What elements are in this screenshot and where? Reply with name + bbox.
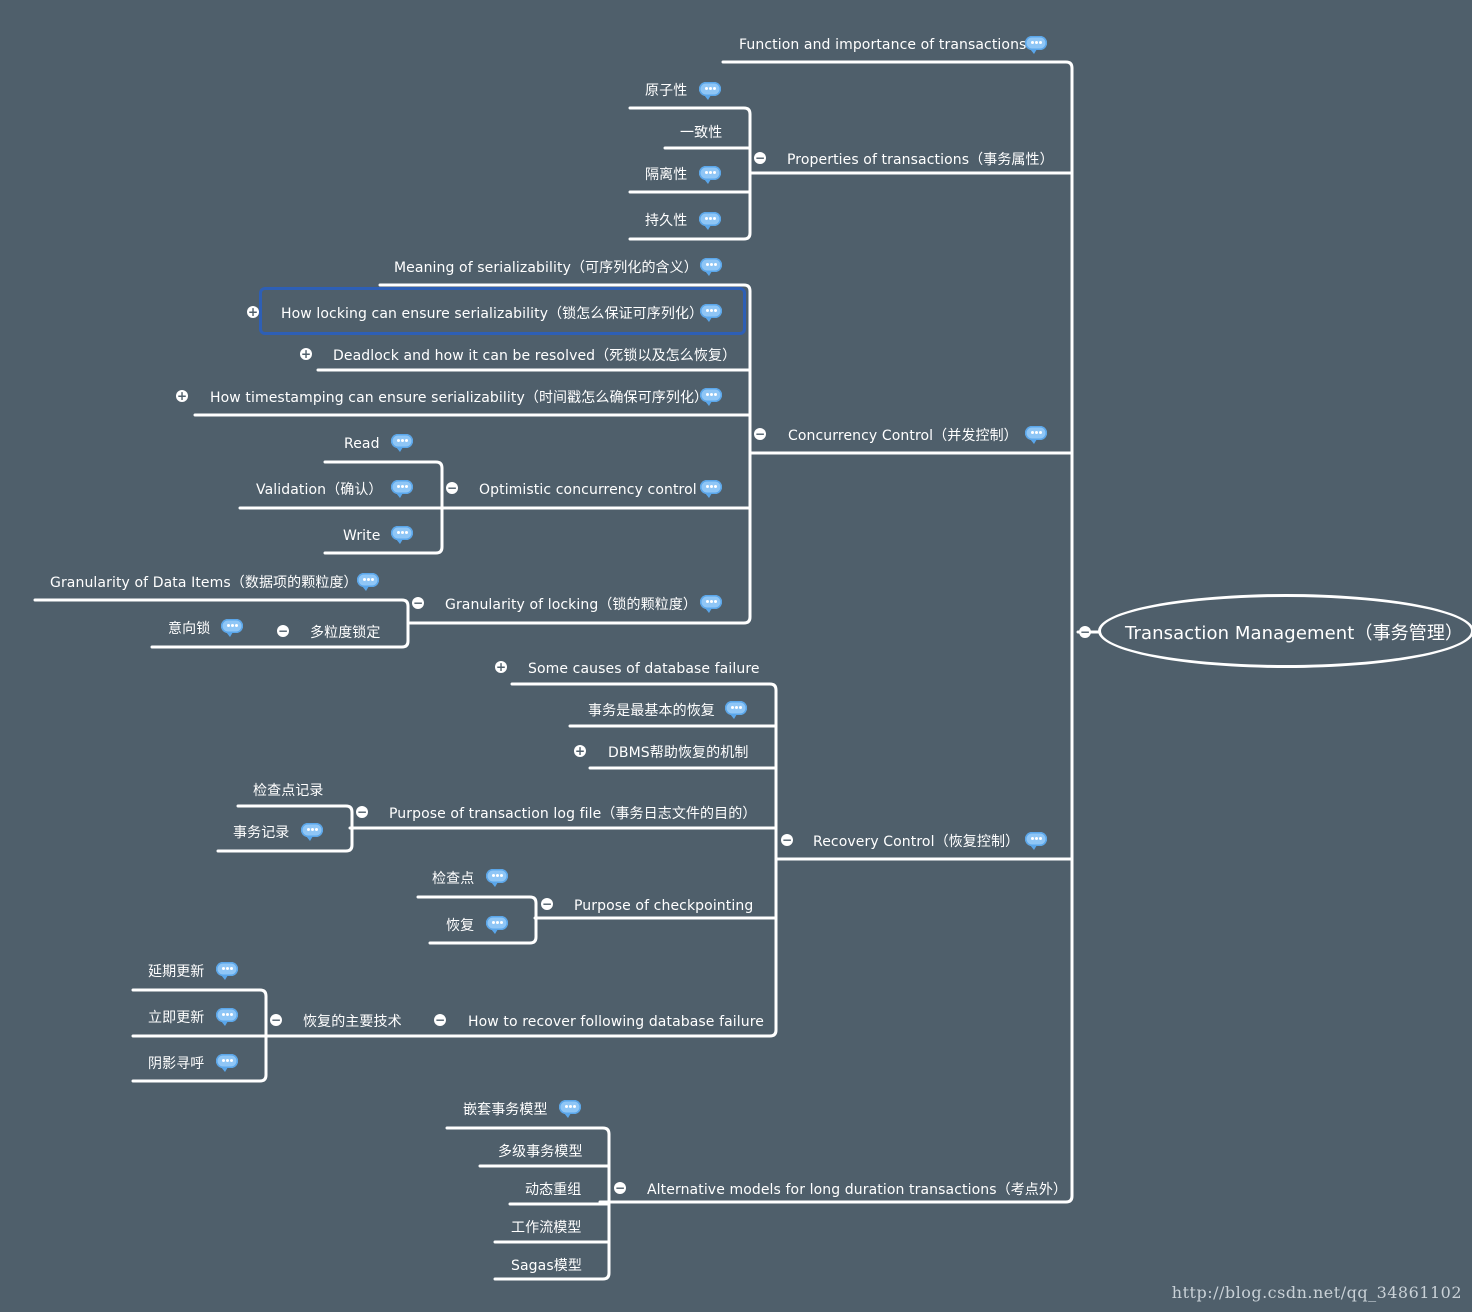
topic-concurrency[interactable]: Concurrency Control（并发控制） (788, 428, 1018, 444)
note-icon[interactable] (1025, 426, 1047, 444)
note-icon[interactable] (725, 701, 747, 719)
topic-alternative-models[interactable]: Alternative models for long duration tra… (647, 1182, 1068, 1198)
node-dbms-mechanisms[interactable]: DBMS帮助恢复的机制 (608, 745, 749, 761)
note-icon[interactable] (221, 619, 243, 637)
note-icon[interactable] (486, 916, 508, 934)
watermark: http://blog.csdn.net/qq_34861102 (1171, 1283, 1462, 1302)
node-checkpoint[interactable]: 检查点 (432, 871, 475, 887)
topic-function[interactable]: Function and importance of transactions (739, 37, 1027, 53)
collapse-toggle-icon[interactable]: − (446, 481, 458, 495)
note-icon[interactable] (357, 573, 379, 591)
note-icon[interactable] (486, 869, 508, 887)
node-recovery-techniques[interactable]: 恢复的主要技术 (303, 1014, 402, 1030)
node-deferred-update[interactable]: 延期更新 (148, 964, 205, 980)
note-icon[interactable] (699, 82, 721, 100)
node-log-file[interactable]: Purpose of transaction log file（事务日志文件的目… (389, 806, 757, 822)
expand-toggle-icon[interactable]: + (495, 660, 507, 674)
node-write[interactable]: Write (343, 528, 381, 544)
node-deadlock[interactable]: Deadlock and how it can be resolved（死锁以及… (333, 348, 737, 364)
node-locking-serializability[interactable]: How locking can ensure serializability（锁… (281, 306, 704, 322)
collapse-toggle-icon[interactable]: − (541, 897, 553, 911)
topic-properties[interactable]: Properties of transactions（事务属性） (787, 152, 1054, 168)
node-atomicity[interactable]: 原子性 (645, 83, 688, 99)
node-validation[interactable]: Validation（确认） (256, 482, 383, 498)
node-granularity-locking[interactable]: Granularity of locking（锁的颗粒度） (445, 597, 698, 613)
node-read[interactable]: Read (344, 436, 380, 452)
collapse-toggle-icon[interactable]: − (277, 624, 289, 638)
collapse-toggle-icon[interactable]: − (412, 596, 424, 610)
node-granularity-data-items[interactable]: Granularity of Data Items（数据项的颗粒度） (50, 575, 358, 591)
collapse-toggle-icon[interactable]: − (356, 805, 368, 819)
note-icon[interactable] (700, 595, 722, 613)
note-icon[interactable] (700, 480, 722, 498)
collapse-toggle-icon[interactable]: − (781, 833, 793, 847)
note-icon[interactable] (559, 1100, 581, 1118)
collapse-toggle-icon[interactable]: − (270, 1013, 282, 1027)
collapse-toggle-icon[interactable]: − (754, 427, 766, 441)
note-icon[interactable] (216, 1054, 238, 1072)
note-icon[interactable] (391, 434, 413, 452)
selection-highlight (259, 287, 746, 335)
note-icon[interactable] (700, 258, 722, 276)
node-serializability-meaning[interactable]: Meaning of serializability（可序列化的含义） (394, 260, 698, 276)
node-restore[interactable]: 恢复 (446, 918, 475, 934)
node-transaction-record[interactable]: 事务记录 (233, 825, 290, 841)
note-icon[interactable] (1025, 832, 1047, 850)
note-icon[interactable] (216, 1008, 238, 1026)
node-sagas-model[interactable]: Sagas模型 (511, 1258, 582, 1274)
note-icon[interactable] (1025, 36, 1047, 54)
node-optimistic[interactable]: Optimistic concurrency control (479, 482, 697, 498)
node-checkpoint-record[interactable]: 检查点记录 (253, 783, 324, 799)
node-shadow-paging[interactable]: 阴影寻呼 (148, 1056, 205, 1072)
node-recover-following-failure[interactable]: How to recover following database failur… (468, 1014, 764, 1030)
note-icon[interactable] (699, 166, 721, 184)
node-multilevel-model[interactable]: 多级事务模型 (498, 1144, 583, 1160)
node-durability[interactable]: 持久性 (645, 213, 688, 229)
note-icon[interactable] (391, 526, 413, 544)
root-node-label[interactable]: Transaction Management（事务管理） (1125, 623, 1464, 644)
collapse-toggle-icon[interactable]: − (614, 1181, 626, 1195)
node-failure-causes[interactable]: Some causes of database failure (528, 661, 760, 677)
topic-recovery[interactable]: Recovery Control（恢复控制） (813, 834, 1020, 850)
node-isolation[interactable]: 隔离性 (645, 167, 688, 183)
node-workflow-model[interactable]: 工作流模型 (511, 1220, 582, 1236)
node-nested-model[interactable]: 嵌套事务模型 (463, 1102, 548, 1118)
collapse-toggle-icon[interactable]: − (434, 1013, 446, 1027)
collapse-toggle-icon[interactable]: − (1079, 625, 1091, 639)
note-icon[interactable] (699, 212, 721, 230)
node-intention-lock[interactable]: 意向锁 (168, 621, 211, 637)
collapse-toggle-icon[interactable]: − (754, 151, 766, 165)
node-timestamping[interactable]: How timestamping can ensure serializabil… (210, 390, 709, 406)
expand-toggle-icon[interactable]: + (176, 389, 188, 403)
note-icon[interactable] (700, 388, 722, 406)
node-immediate-update[interactable]: 立即更新 (148, 1010, 205, 1026)
note-icon[interactable] (301, 823, 323, 841)
expand-toggle-icon[interactable]: + (247, 305, 259, 319)
note-icon[interactable] (216, 962, 238, 980)
node-basic-unit[interactable]: 事务是最基本的恢复 (588, 703, 715, 719)
expand-toggle-icon[interactable]: + (300, 347, 312, 361)
expand-toggle-icon[interactable]: + (574, 744, 586, 758)
node-dynamic-restructuring[interactable]: 动态重组 (525, 1182, 582, 1198)
note-icon[interactable] (700, 304, 722, 322)
node-multi-granularity[interactable]: 多粒度锁定 (310, 625, 381, 641)
node-checkpointing[interactable]: Purpose of checkpointing (574, 898, 754, 914)
note-icon[interactable] (391, 480, 413, 498)
node-consistency[interactable]: 一致性 (680, 125, 723, 141)
